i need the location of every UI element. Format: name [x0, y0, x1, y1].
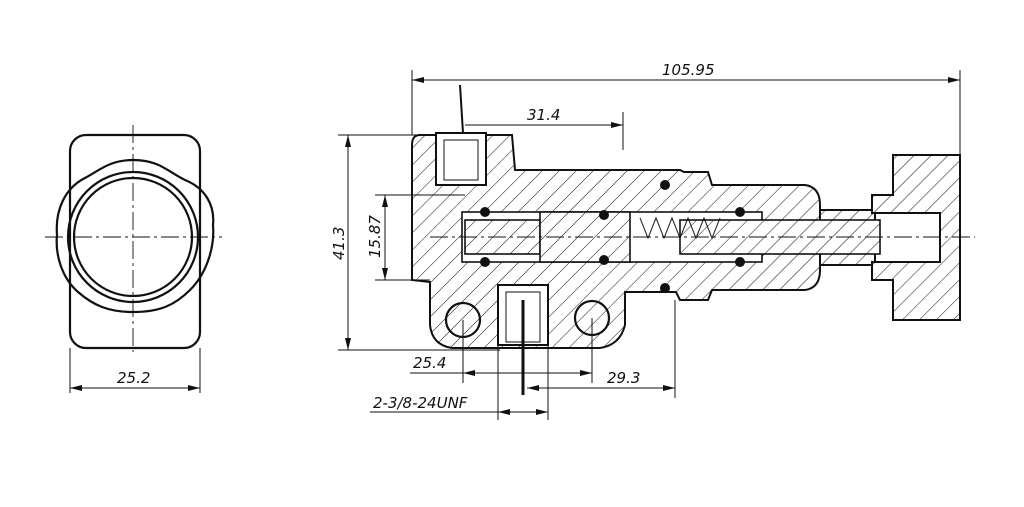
dim-overall-length: 105.95 [662, 61, 715, 79]
end-cap-section [871, 154, 961, 321]
dimensions: 105.95 31.4 41.3 15.87 25.4 29.3 2-3/8-2… [330, 61, 961, 420]
dim-height: 41.3 [330, 227, 348, 260]
hex-nut-outline [55, 158, 215, 314]
dim-side-width: 25.2 [117, 369, 150, 387]
section-view [411, 84, 975, 395]
side-view: 25.2 [45, 125, 222, 393]
dim-hole-spacing: 25.4 [413, 354, 446, 372]
dim-port-offset: 31.4 [527, 106, 560, 124]
side-body-outline [68, 133, 202, 350]
dim-thread: 2-3/8-24UNF [373, 394, 468, 412]
spring [639, 216, 721, 240]
dim-port-to-end: 29.3 [607, 369, 640, 387]
dim-bore: 15.87 [366, 215, 384, 258]
